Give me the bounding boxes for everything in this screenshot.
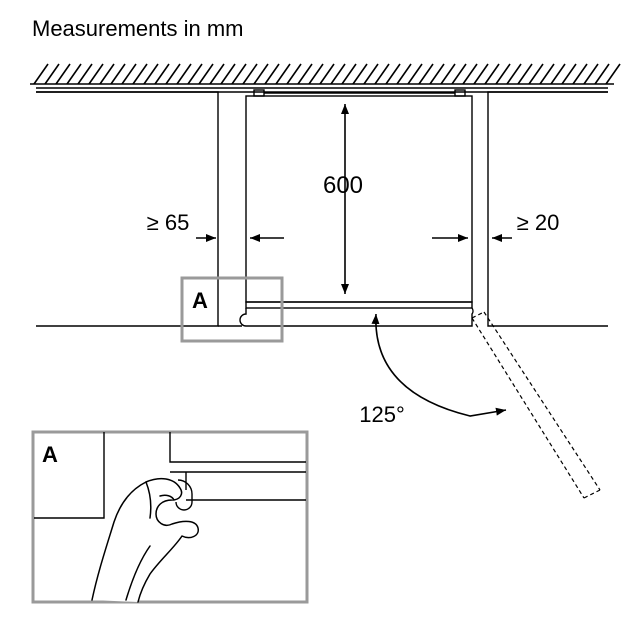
- hatch-line: [308, 63, 324, 85]
- hatch-line: [220, 63, 236, 85]
- hatch-line: [418, 63, 434, 85]
- hatch-line: [462, 63, 478, 85]
- hatch-line: [539, 63, 555, 85]
- height-value: 600: [323, 172, 363, 199]
- hatch-line: [451, 63, 467, 85]
- hatch-line: [209, 63, 225, 85]
- hatch-line: [473, 63, 489, 85]
- detail-marker-label: A: [192, 288, 208, 313]
- detail-panel: [31, 430, 309, 604]
- left-cabinet-wall: [36, 91, 242, 327]
- appliance-door: [239, 301, 474, 327]
- hatch-line: [352, 63, 368, 85]
- hatch-line: [154, 63, 170, 85]
- hatch-line: [363, 63, 379, 85]
- hatch-line: [605, 63, 621, 85]
- hatch-line: [33, 63, 49, 85]
- hatch-line: [176, 63, 192, 85]
- hatch-line: [550, 63, 566, 85]
- door-open-outline: [471, 311, 601, 499]
- hatch-line: [330, 63, 346, 85]
- left-gap-value: ≥ 65: [147, 210, 190, 235]
- hatch-line: [143, 63, 159, 85]
- hatch-line: [55, 63, 71, 85]
- hatch-line: [319, 63, 335, 85]
- door-angle-arc: [371, 313, 507, 417]
- hatch-line: [242, 63, 258, 85]
- hatch-line: [484, 63, 500, 85]
- hatch-line: [231, 63, 247, 85]
- hatch-line: [561, 63, 577, 85]
- hatch-line: [264, 63, 280, 85]
- wall-hatching: [30, 63, 621, 85]
- hatch-line: [297, 63, 313, 85]
- hatch-line: [583, 63, 599, 85]
- hatch-line: [286, 63, 302, 85]
- hatch-line: [88, 63, 104, 85]
- diagram-title: Measurements in mm: [32, 16, 244, 41]
- hatch-line: [165, 63, 181, 85]
- hatch-line: [341, 63, 357, 85]
- hatch-line: [99, 63, 115, 85]
- right-cabinet-wall: [487, 91, 608, 327]
- hatch-line: [132, 63, 148, 85]
- hatch-line: [77, 63, 93, 85]
- hatch-line: [374, 63, 390, 85]
- hatch-line: [121, 63, 137, 85]
- door-angle-value: 125°: [359, 402, 405, 427]
- hatch-line: [407, 63, 423, 85]
- hatch-line: [385, 63, 401, 85]
- hatch-line: [429, 63, 445, 85]
- hatch-line: [572, 63, 588, 85]
- hatch-line: [198, 63, 214, 85]
- detail-callout-box: [180, 276, 284, 343]
- hatch-line: [275, 63, 291, 85]
- hatch-line: [44, 63, 60, 85]
- hatch-line: [66, 63, 82, 85]
- hand-illustration: [91, 477, 199, 603]
- hatch-line: [440, 63, 456, 85]
- hatch-line: [396, 63, 412, 85]
- hatch-line: [594, 63, 610, 85]
- hatch-line: [110, 63, 126, 85]
- hatch-line: [528, 63, 544, 85]
- hatch-line: [187, 63, 203, 85]
- hatch-line: [495, 63, 511, 85]
- hatch-line: [506, 63, 522, 85]
- right-gap-value: ≥ 20: [517, 210, 560, 235]
- hatch-line: [253, 63, 269, 85]
- detail-panel-label: A: [42, 442, 58, 467]
- hatch-line: [517, 63, 533, 85]
